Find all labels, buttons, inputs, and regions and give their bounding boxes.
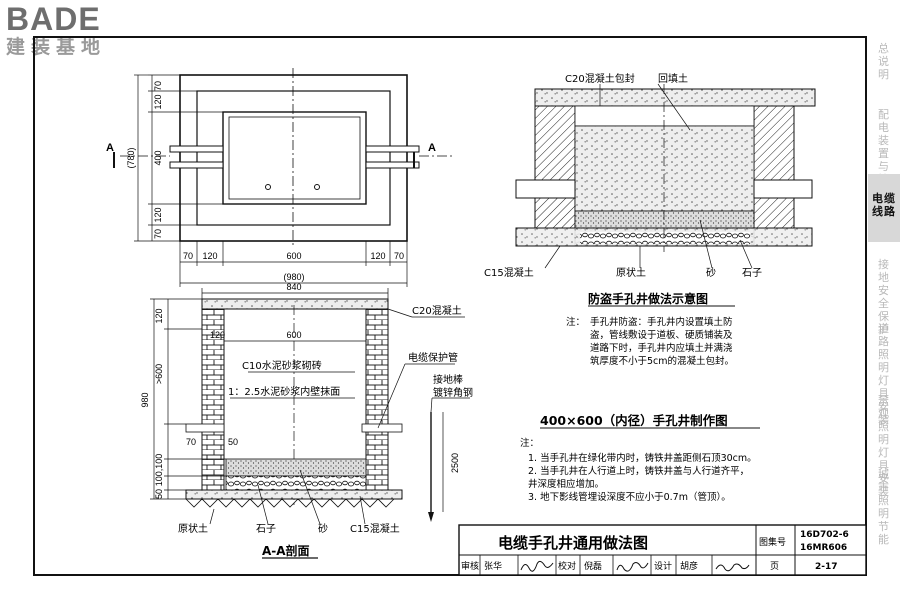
making-note-2: 井深度相应增加。: [528, 478, 604, 490]
making-note-3: 3. 地下影线管埋设深度不应小于0.7m（管顶）。: [528, 491, 731, 503]
plan-dim-bottom-4: 70: [394, 251, 404, 261]
atlas-label: 图集号: [759, 536, 786, 548]
section-dim-600v: >600: [154, 364, 164, 384]
sidebar-item-road-lighting[interactable]: 道路照明灯具安装: [878, 322, 890, 426]
brand-logo: BADE 建装基地: [6, 2, 106, 58]
label-plaster: 1：2.5水泥砂浆内壁抹面: [228, 385, 340, 398]
brand-name: BADE: [6, 1, 101, 37]
plan-dim-bottom-1: 120: [202, 251, 217, 261]
label-sand: 砂: [318, 522, 328, 535]
label-soil: 原状土: [178, 522, 208, 535]
section-dim-2500: 2500: [450, 453, 460, 473]
antitheft-title: 防盗手孔井做法示意图: [588, 291, 708, 306]
section-mark-right: A: [428, 142, 436, 154]
label-ground-rod: 接地棒: [433, 373, 463, 386]
label-pipe: 电缆保护管: [408, 351, 458, 364]
design-label: 设计: [654, 560, 672, 572]
drawing-title: 电缆手孔井通用做法图: [498, 534, 648, 552]
section-dim-70: 70: [186, 437, 196, 447]
sidebar-item-energy-saving[interactable]: 城市照明节能: [878, 468, 890, 546]
sidebar-item-landscape-lighting[interactable]: 景观照明灯具安装: [878, 394, 890, 498]
review-label: 审核: [461, 560, 479, 572]
plan-dim-bottom-3: 120: [370, 251, 385, 261]
label-stone: 石子: [256, 523, 276, 535]
section-dim-980: 980: [140, 392, 150, 407]
making-note-head: 注：: [520, 437, 539, 449]
plan-dim-left-4: 70: [153, 229, 163, 239]
check-name: 倪磊: [584, 560, 602, 572]
label-c15: C15混凝土: [350, 522, 400, 535]
check-label: 校对: [558, 560, 576, 572]
label-c20: C20混凝土: [412, 304, 462, 317]
section-dim-50-bottom: 50: [154, 489, 164, 499]
plan-dim-left-0: 70: [153, 81, 163, 91]
signature-design: [715, 563, 750, 572]
label-angle: 镀锌角钢: [433, 386, 473, 399]
making-note-0: 1. 当手孔井在绿化带内时，铸铁井盖距侧石顶30cm。: [528, 452, 757, 464]
antitheft-note-0: 手孔井防盗：手孔井内设置填土防: [590, 316, 733, 328]
section-dim-840: 840: [286, 282, 301, 292]
title-block: 电缆手孔井通用做法图 图集号 16D702-6 16MR606 审核 张华 校对…: [458, 524, 867, 576]
signature-review: [520, 560, 554, 572]
at-label-fill: 回填土: [658, 72, 688, 85]
at-label-c15: C15混凝土: [484, 266, 534, 279]
section-dim-600: 600: [286, 330, 301, 340]
making-note-1: 2. 当手孔井在人行道上时，铸铁井盖与人行道齐平，: [528, 465, 749, 477]
plan-dim-bottom-0: 70: [183, 251, 193, 261]
chapter-sidebar-list: 总说明 配电装置与控制 电缆线路 接地安全保护 道路照明灯具安装 景观照明灯具安…: [868, 38, 900, 578]
plan-view: A A 70 120 400 120 70 (780): [106, 68, 455, 287]
antitheft-diagram: C20混凝土包封 回填土 C15混凝土 原状土 砂 石子 防盗手孔井做法示意图 …: [484, 72, 816, 367]
antitheft-note-head: 注：: [566, 316, 585, 328]
antitheft-note-2: 道路下时，手孔井内应填土并满浇: [590, 342, 733, 354]
section-dim-120-inner: 120: [210, 330, 225, 340]
making-notes: 400×600（内径）手孔井制作图 注： 1. 当手孔井在绿化带内时，铸铁井盖距…: [520, 413, 760, 503]
making-title: 400×600（内径）手孔井制作图: [540, 413, 728, 428]
page-no: 2-17: [815, 562, 838, 572]
section-title: A-A剖面: [262, 543, 310, 558]
section-dim-120-top: 120: [154, 308, 164, 323]
review-name: 张华: [484, 560, 502, 572]
plan-dim-bottom-2: 600: [286, 251, 301, 261]
plan-dim-left-total: (780): [126, 147, 136, 168]
page-label: 页: [770, 561, 779, 572]
sidebar-item-grounding[interactable]: 接地安全保护: [878, 258, 890, 336]
section-dim-100-100: 100,100: [154, 454, 164, 487]
at-label-soil: 原状土: [616, 266, 646, 279]
atlas-no-2: 16MR606: [800, 543, 847, 553]
plan-dim-left-3: 120: [153, 207, 163, 222]
antitheft-note-1: 盗，管线敷设于道板、硬质铺装及: [590, 329, 733, 341]
label-brick: C10水泥砂浆砌砖: [242, 359, 322, 372]
signature-check: [616, 562, 649, 572]
at-label-stone: 石子: [742, 267, 762, 279]
atlas-no-1: 16D702-6: [800, 530, 849, 540]
brand-subtitle: 建装基地: [6, 36, 107, 58]
section-mark-left: A: [106, 142, 114, 154]
design-name: 胡彦: [680, 560, 698, 572]
at-label-top: C20混凝土包封: [565, 72, 635, 85]
at-label-sand: 砂: [706, 266, 716, 279]
plan-dim-left-1: 120: [153, 94, 163, 109]
antitheft-note-3: 筑厚度不小于5cm的混凝土包封。: [590, 355, 734, 367]
sidebar-item-general-label[interactable]: 总说明: [878, 42, 890, 81]
sheet-frame: [33, 36, 867, 576]
section-aa: 840 600 120: [140, 282, 473, 559]
plan-dim-bottom-total: (980): [283, 272, 304, 282]
sidebar-item-cable-line[interactable]: 电缆线路: [868, 174, 900, 242]
section-dim-50: 50: [228, 437, 238, 447]
plan-dim-left-2: 400: [153, 150, 163, 165]
